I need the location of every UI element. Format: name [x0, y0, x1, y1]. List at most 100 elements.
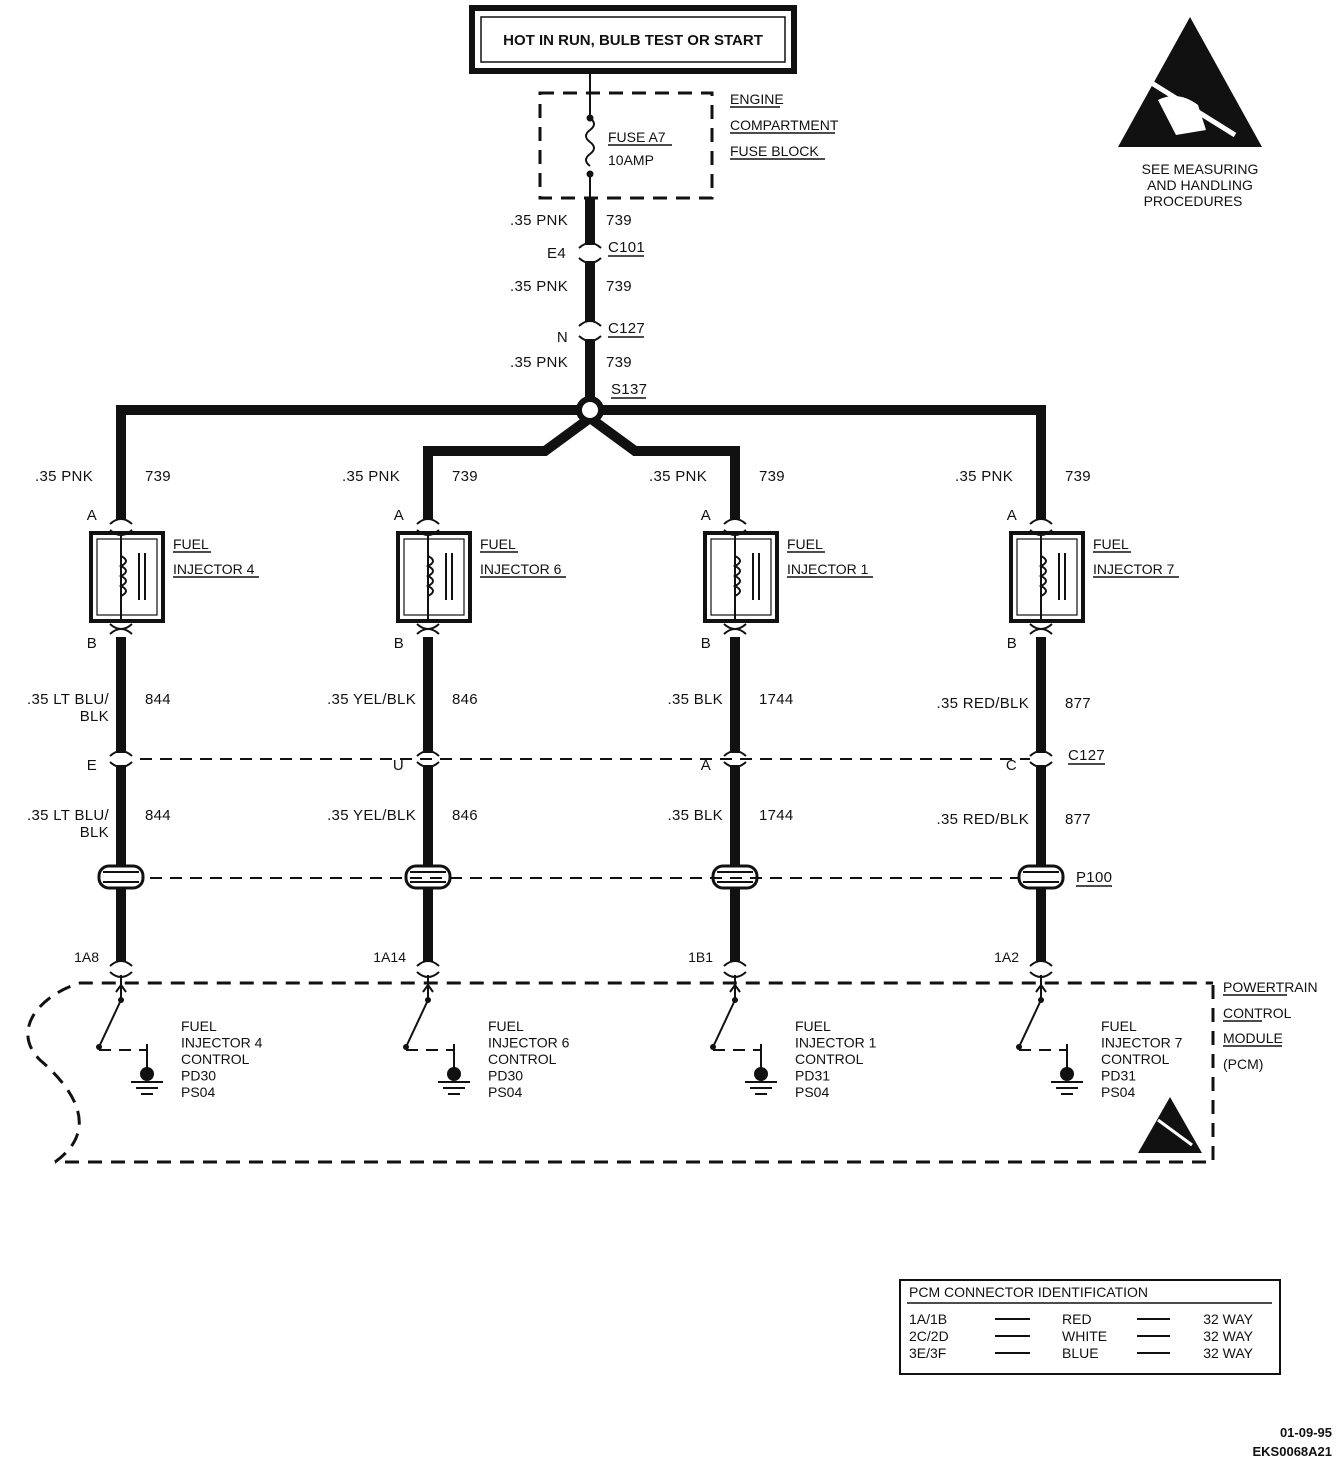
injector-wire-lower: .35 YEL/BLK [327, 807, 416, 824]
control-label: PS04 [181, 1084, 215, 1100]
fuse-rating: 10AMP [608, 152, 654, 168]
feed-wire-b: .35 PNK [510, 278, 568, 295]
ground-icon [447, 1067, 461, 1081]
control-label: FUEL [488, 1018, 524, 1034]
fuse-icon [585, 117, 595, 167]
injector-circuit-top: 739 [145, 468, 171, 485]
c127-label: C127 [1068, 747, 1105, 764]
injector-circuit-lower: 844 [145, 807, 171, 824]
driver-switch [712, 999, 736, 1048]
fuel-injector-box [89, 531, 165, 623]
p100-grommet [1017, 864, 1065, 890]
splice-label: S137 [611, 381, 647, 398]
feed-wire-c: .35 PNK [510, 354, 568, 371]
pcm-esd-icon [1138, 1097, 1202, 1153]
injector-circuit-bottom: 1744 [759, 691, 794, 708]
fuse-name: FUSE A7 [608, 129, 666, 145]
footer-date: 01-09-95 [1280, 1425, 1332, 1440]
ground-icon [754, 1067, 768, 1081]
fuse-block-label-1: ENGINE [730, 91, 784, 107]
control-label: INJECTOR 4 [181, 1035, 263, 1051]
pcm-pin: 1A2 [994, 949, 1019, 965]
injector-pin-a: A [1007, 507, 1017, 524]
pcm-pin: 1A8 [74, 949, 99, 965]
control-label: CONTROL [488, 1051, 557, 1067]
control-label: FUEL [795, 1018, 831, 1034]
driver-switch [405, 999, 429, 1048]
control-label: PD30 [181, 1068, 216, 1084]
fuse-block-label-2: COMPARTMENT [730, 117, 839, 133]
injector-wire-bottom: .35 BLK [668, 691, 723, 708]
p100-label: P100 [1076, 869, 1112, 886]
table-conn: 1A/1B [909, 1311, 947, 1327]
table-color: BLUE [1062, 1345, 1099, 1361]
esd-warning-line-2: AND HANDLING [1147, 177, 1253, 193]
control-label: CONTROL [1101, 1051, 1170, 1067]
injector-wire-bottom: .35 RED/BLK [936, 695, 1029, 712]
feed-circuit-a: 739 [606, 212, 632, 229]
injector-pin-b: B [1007, 635, 1017, 652]
power-source-box: HOT IN RUN, BULB TEST OR START [469, 5, 797, 74]
table-ways: 32 WAY [1203, 1311, 1253, 1327]
c127-feed-pin: N [557, 329, 568, 346]
injector-wire-lower-2: BLK [80, 824, 109, 841]
pcm-label-4: (PCM) [1223, 1056, 1263, 1072]
pcm-pin: 1B1 [688, 949, 713, 965]
injector-label-2: INJECTOR 4 [173, 561, 255, 577]
c101-pin: E4 [547, 245, 566, 262]
control-label: CONTROL [181, 1051, 250, 1067]
pcm-label-3: MODULE [1223, 1030, 1283, 1046]
injector-pin-b: B [87, 635, 97, 652]
control-label: FUEL [1101, 1018, 1137, 1034]
c127-pin: U [393, 757, 404, 774]
control-label: INJECTOR 1 [795, 1035, 877, 1051]
table-row: 1A/1B RED 32 WAY [909, 1311, 1254, 1327]
injector-circuit-lower: 846 [452, 807, 478, 824]
injector-wire-lower: .35 LT BLU/ [27, 807, 109, 824]
injector-label-1: FUEL [173, 536, 209, 552]
fuel-injector-box [1009, 531, 1085, 623]
table-ways: 32 WAY [1203, 1345, 1253, 1361]
feed-circuit-c: 739 [606, 354, 632, 371]
control-label: PD31 [1101, 1068, 1136, 1084]
table-title: PCM CONNECTOR IDENTIFICATION [909, 1284, 1148, 1300]
control-label: PS04 [795, 1084, 829, 1100]
c101-connector [578, 242, 602, 249]
coil-icon [425, 555, 434, 597]
c127-pin: A [701, 757, 711, 774]
control-label: PD31 [795, 1068, 830, 1084]
injector-circuit-bottom: 877 [1065, 695, 1091, 712]
pcm-label-2: CONTROL [1223, 1005, 1292, 1021]
injector-wire-top: .35 PNK [649, 468, 707, 485]
control-label: FUEL [181, 1018, 217, 1034]
injector-wire-top: .35 PNK [955, 468, 1013, 485]
esd-warning-line-1: SEE MEASURING [1142, 161, 1259, 177]
ground-icon [140, 1067, 154, 1081]
c101-label: C101 [608, 239, 645, 256]
injector-wire-lower: .35 BLK [668, 807, 723, 824]
splice-bus [116, 396, 1046, 520]
injector-label-1: FUEL [787, 536, 823, 552]
table-color: RED [1062, 1311, 1092, 1327]
fuse-block-label-3: FUSE BLOCK [730, 143, 819, 159]
coil-icon [732, 555, 741, 597]
table-conn: 3E/3F [909, 1345, 946, 1361]
c127-feed-connector [578, 320, 602, 327]
injector-wire-top: .35 PNK [35, 468, 93, 485]
injector-wire-bottom-2: BLK [80, 708, 109, 725]
fuel-injector-box [703, 531, 779, 623]
injector-wire-lower: .35 RED/BLK [936, 811, 1029, 828]
injector-pin-a: A [701, 507, 711, 524]
esd-warning-line-3: PROCEDURES [1144, 193, 1243, 209]
control-label: PS04 [488, 1084, 522, 1100]
injector-label-2: INJECTOR 1 [787, 561, 869, 577]
table-conn: 2C/2D [909, 1328, 949, 1344]
driver-switch [98, 999, 122, 1048]
fuse-block: FUSE A7 10AMP [538, 71, 714, 200]
pcm-label-1: POWERTRAIN [1223, 979, 1318, 995]
driver-switch [1018, 999, 1042, 1048]
